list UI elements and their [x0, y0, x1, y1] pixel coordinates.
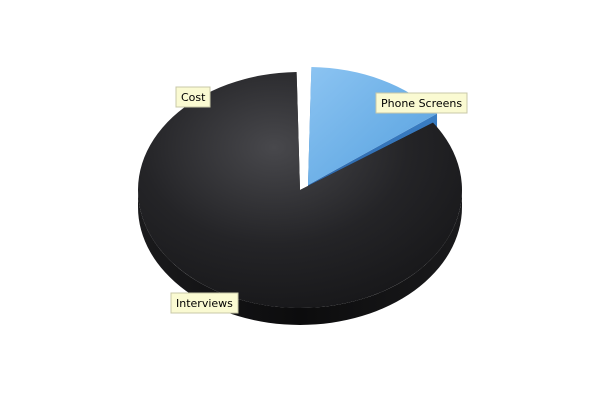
- slice-label-text-phone-screens: Phone Screens: [381, 97, 462, 110]
- slice-interviews: [138, 72, 463, 308]
- slice-label-text-cost: Cost: [181, 91, 206, 104]
- slice-label-text-interviews: Interviews: [176, 297, 233, 310]
- slice-label-box-interviews: [170, 292, 239, 314]
- slice-label-interviews: Interviews: [170, 292, 239, 314]
- slice-label-phone-screens: Phone Screens: [375, 92, 468, 114]
- slice-label-box-phone-screens: [375, 92, 468, 114]
- slice-label-box-cost: [175, 86, 211, 108]
- slice-label-cost: Cost: [175, 86, 211, 108]
